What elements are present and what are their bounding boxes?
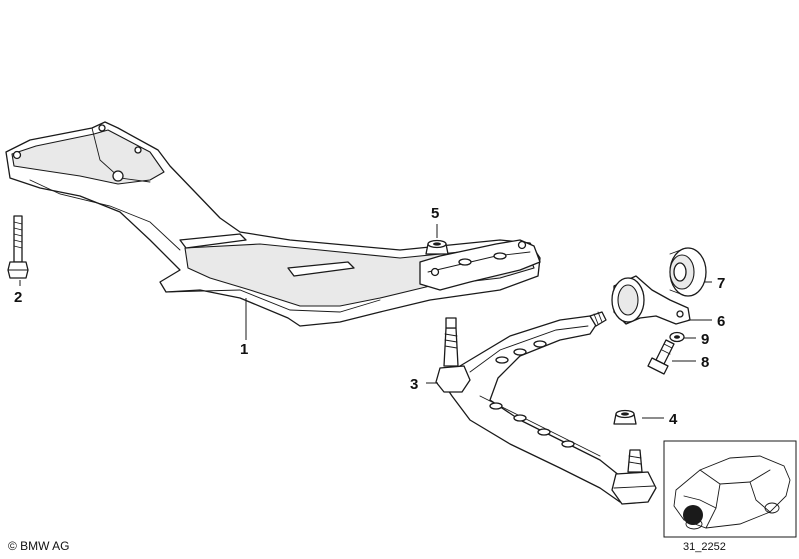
locator-inset (663, 440, 797, 538)
callout-9: 9 (701, 331, 709, 348)
callout-5: 5 (431, 205, 439, 222)
nut-4 (613, 409, 637, 425)
control-arm (435, 311, 657, 505)
callout-7: 7 (717, 275, 725, 292)
callout-8: 8 (701, 354, 709, 371)
bushing-bracket (611, 275, 691, 325)
callout-3: 3 (410, 376, 418, 393)
callout-6: 6 (717, 313, 725, 330)
copyright-notice: © BMW AG (8, 539, 70, 553)
callout-4: 4 (669, 411, 678, 428)
callout-2: 2 (14, 289, 22, 306)
axle-carrier (5, 121, 541, 327)
car-outline-icon (673, 455, 791, 530)
callout-leaders (19, 224, 712, 419)
bolt-2 (7, 215, 29, 279)
nut-5 (425, 239, 449, 255)
washer-9 (669, 331, 685, 343)
bolt-8 (647, 339, 675, 375)
location-marker-icon (683, 505, 703, 525)
rubber-bushing (669, 247, 707, 297)
callout-1: 1 (240, 341, 248, 358)
diagram-code: 31_2252 (683, 541, 726, 553)
